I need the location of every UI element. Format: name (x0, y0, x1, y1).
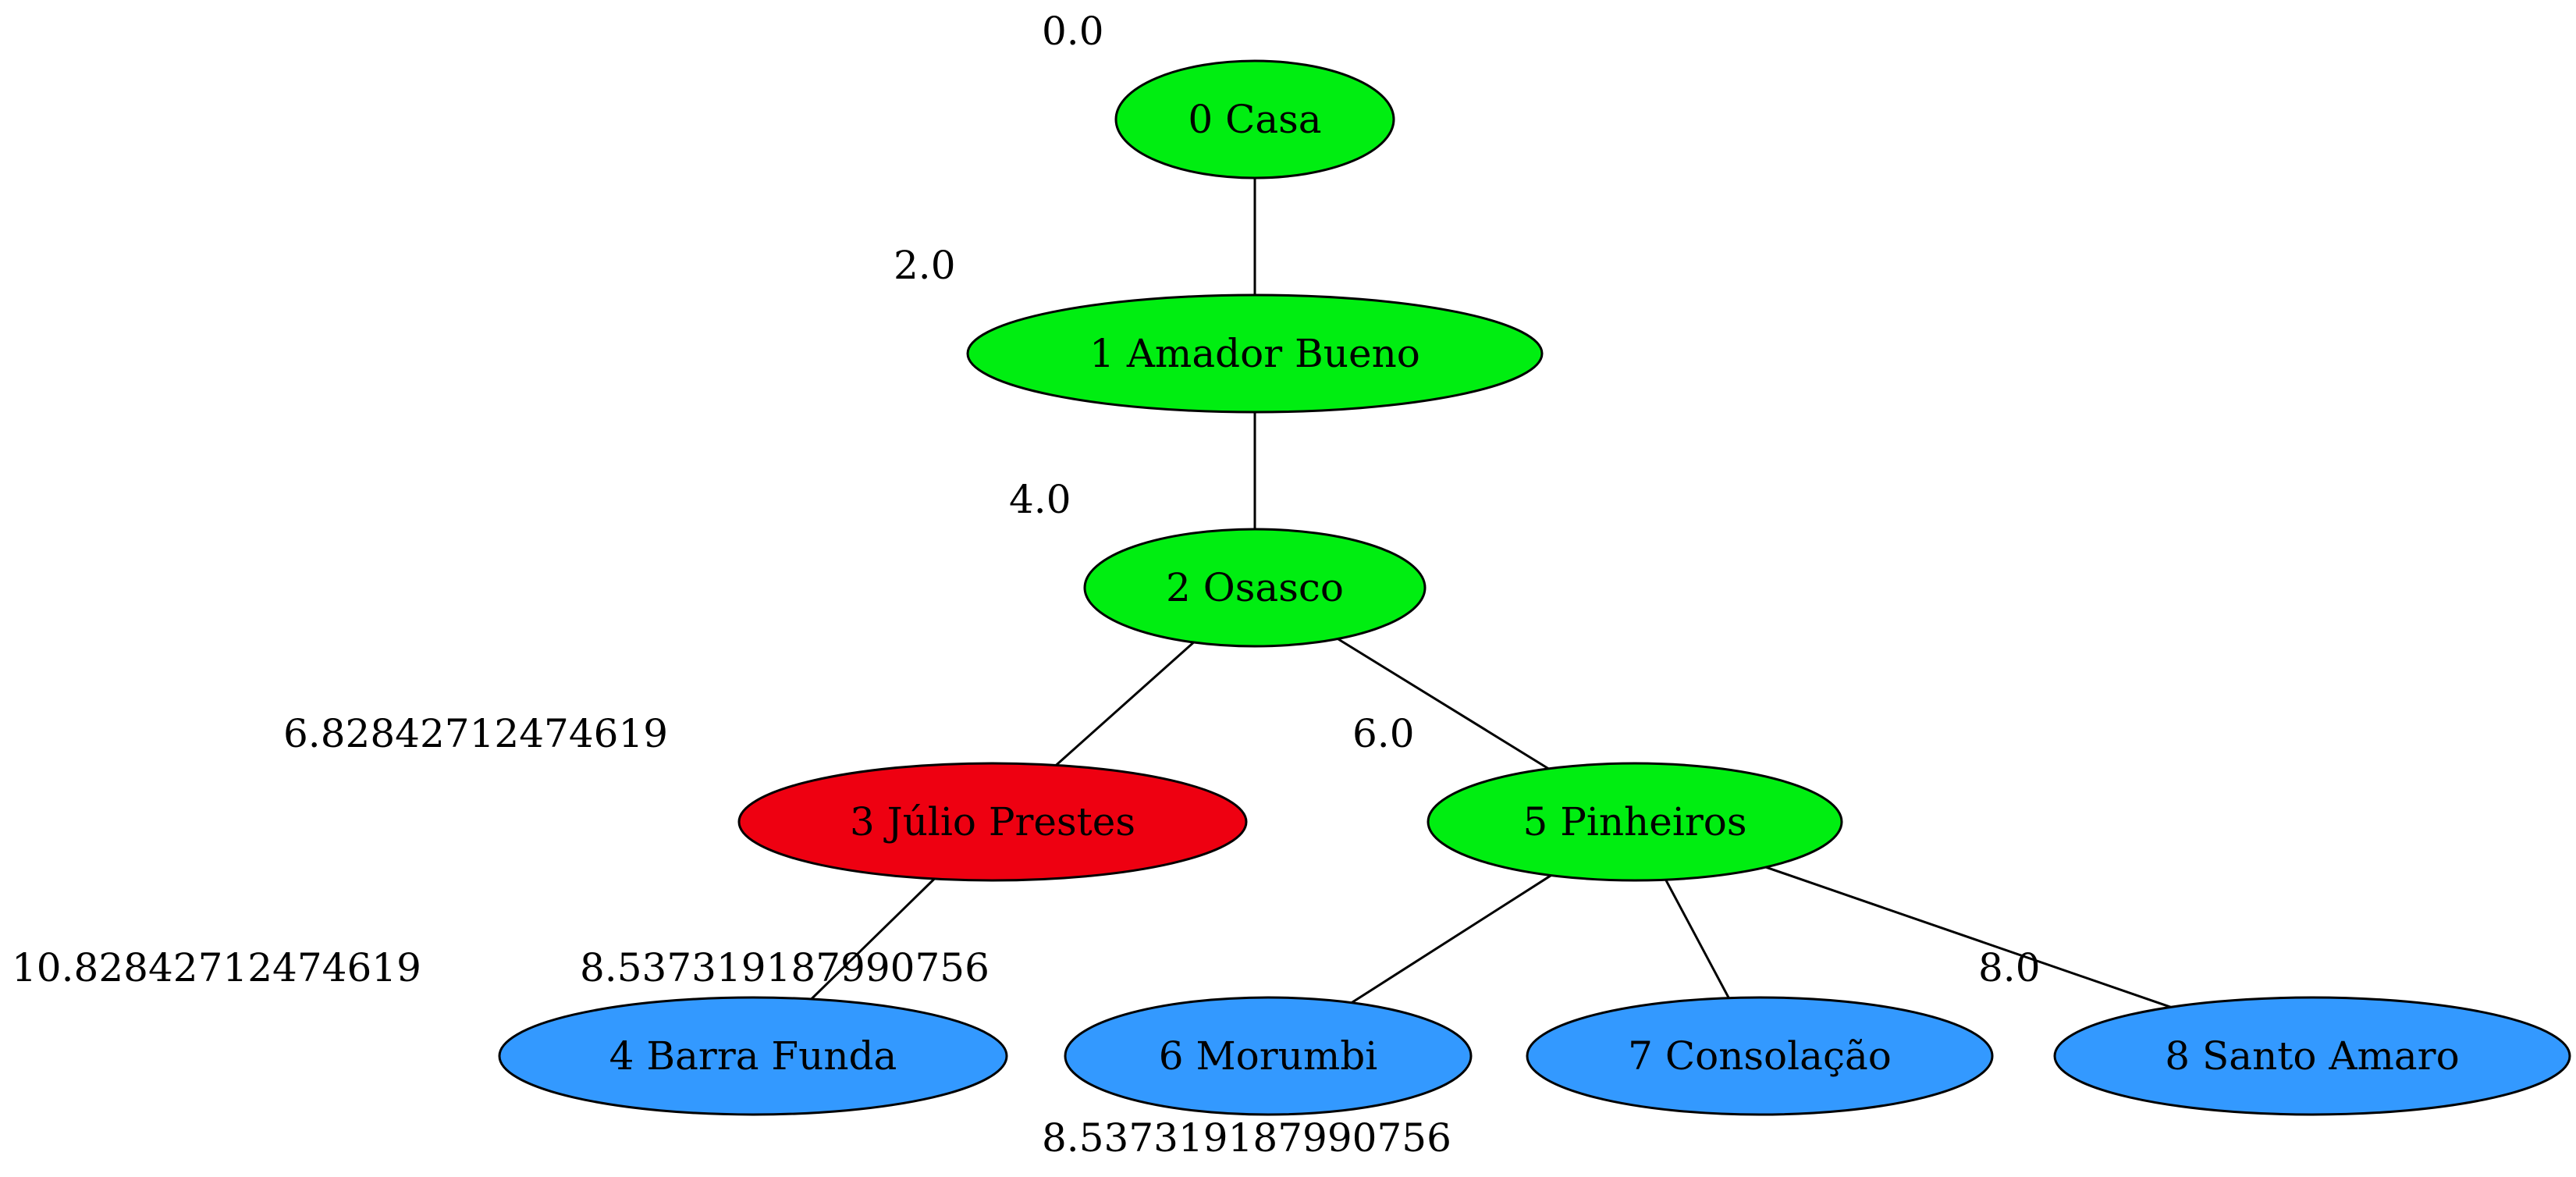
cost-label-0: 0.0 (1042, 9, 1104, 54)
cost-label-1: 2.0 (894, 243, 956, 288)
edge-3-4 (810, 877, 936, 1001)
node-0[interactable]: 0 Casa (1114, 59, 1395, 180)
edge-5-7 (1665, 879, 1730, 999)
node-4-shape (498, 996, 1008, 1116)
node-2[interactable]: 2 Osasco (1083, 528, 1427, 648)
node-5[interactable]: 5 Pinheiros (1427, 762, 1843, 882)
node-3-shape (737, 762, 1248, 882)
node-8-label: 8 Santo Amaro (2165, 1033, 2459, 1079)
node-1-shape (966, 293, 1544, 414)
edge-2-5 (1337, 638, 1550, 770)
node-3-label: 3 Júlio Prestes (850, 799, 1135, 845)
node-4[interactable]: 4 Barra Funda (498, 996, 1008, 1116)
cost-label-2: 4.0 (1009, 477, 1071, 522)
nodes-layer: 0 Casa 1 Amador Bueno 2 Osasco 3 Júlio Pres… (498, 59, 2571, 1116)
node-4-label: 4 Barra Funda (609, 1033, 897, 1079)
cost-label-3: 6.82842712474619 (283, 711, 668, 756)
node-5-label: 5 Pinheiros (1523, 799, 1747, 845)
cost-label-4: 10.82842712474619 (12, 945, 421, 990)
node-0-shape (1114, 59, 1395, 180)
node-0-label: 0 Casa (1188, 97, 1321, 142)
node-8[interactable]: 8 Santo Amaro (2053, 996, 2571, 1116)
edge-5-6 (1351, 874, 1552, 1004)
cost-labels-layer: 0.0 2.0 4.0 6.82842712474619 6.0 10.828427124… (12, 9, 2041, 1161)
node-2-label: 2 Osasco (1166, 565, 1344, 610)
edge-5-8 (1765, 866, 2172, 1008)
edges-layer (810, 178, 2172, 1008)
node-6[interactable]: 6 Morumbi (1064, 996, 1473, 1116)
edge-2-3 (1055, 641, 1195, 766)
node-1[interactable]: 1 Amador Bueno (966, 293, 1544, 414)
node-7[interactable]: 7 Consolação (1526, 996, 1994, 1116)
node-7-shape (1526, 996, 1994, 1116)
cost-label-6: 8.537319187990756 (1042, 1115, 1451, 1161)
node-6-label: 6 Morumbi (1159, 1033, 1378, 1079)
cost-label-7: 8.537319187990756 (580, 945, 990, 990)
node-7-label: 7 Consolação (1628, 1033, 1892, 1079)
node-6-shape (1064, 996, 1473, 1116)
cost-label-5: 6.0 (1352, 711, 1415, 756)
node-1-label: 1 Amador Bueno (1089, 331, 1420, 376)
node-5-shape (1427, 762, 1843, 882)
node-3[interactable]: 3 Júlio Prestes (737, 762, 1248, 882)
node-2-shape (1083, 528, 1427, 648)
cost-label-8: 8.0 (1978, 945, 2041, 990)
node-8-shape (2053, 996, 2571, 1116)
